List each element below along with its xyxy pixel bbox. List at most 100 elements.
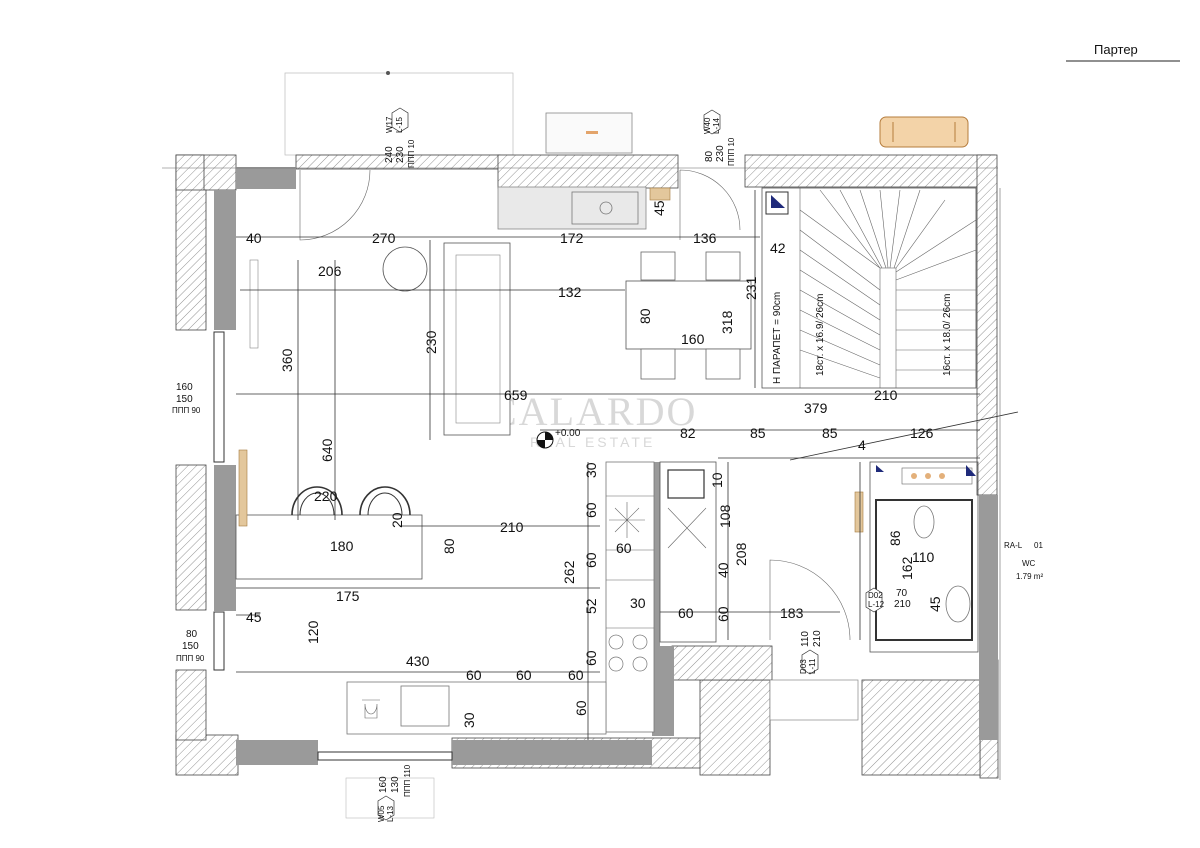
sofa [443,242,511,436]
tag-w17-code: W17 [385,116,394,133]
tag-wlt-height: 150 [176,394,193,405]
tag-w40-code: W40 [703,117,712,134]
kitchen-island [235,486,423,580]
dim-label: 60 [516,667,532,683]
sink-upper [571,191,639,225]
tag-window-left-top: 160 150 ППП 90 [172,382,201,415]
window-left-large [213,331,225,463]
level-marker [536,431,554,449]
tag-w17-height: 230 [395,146,406,163]
outdoor-unit-marker [586,131,598,134]
dim-label: 52 [583,598,599,614]
tag-d03: D03 L-11 110 210 [799,630,823,675]
tag-wlb-width: 80 [186,629,198,640]
dim-label: 45 [651,200,667,216]
structural-walls [214,167,998,765]
tag-d03-height: 210 [812,630,823,647]
tag-w05-ref: L-13 [386,805,395,822]
door-swing-entrance [299,169,371,241]
entry-step [769,679,859,721]
wc-room [854,461,979,653]
stair-flight-1: 18ст. х 16.9/ 26cm [815,294,826,376]
tag-w05-ppp: ППП 110 [403,764,412,797]
dim-label: 231 [743,276,759,300]
tag-w40-ppp: ППП 10 [727,137,736,166]
dim-label: 30 [630,595,646,611]
dim-label: 270 [372,230,396,246]
radiator-top [649,187,671,201]
tag-w40: W40 L-14 80 230 ППП 10 [703,109,736,166]
dim-label: 136 [693,230,717,246]
tag-w05-height: 130 [390,776,401,793]
dim-label: 659 [504,387,528,403]
tag-wlt-width: 160 [176,382,193,393]
dimension-labels: 40 270 172 136 42 206 132 231 80 318 160… [246,200,943,728]
room-code: RA-L [1004,541,1023,550]
dim-label: 220 [314,488,338,504]
tag-d03-ref: L-11 [808,658,817,674]
dim-label: 4 [858,437,866,453]
dim-label: 430 [406,653,430,669]
dim-label: 262 [561,560,577,584]
dim-label: 30 [461,712,477,728]
dim-label: 60 [568,667,584,683]
survey-point [386,71,390,75]
dim-label: 120 [305,620,321,644]
dim-label: 640 [319,438,335,462]
dim-label: 20 [389,512,405,528]
dim-label: 82 [680,425,696,441]
tag-d02-height: 210 [894,599,911,610]
tag-wlb-height: 150 [182,641,199,652]
level-label: +0.00 [555,428,581,439]
dim-label: 180 [330,538,354,554]
room-name: WC [1022,559,1036,568]
radiator-left [238,449,248,527]
dim-label: 40 [246,230,262,246]
dim-label: 210 [874,387,898,403]
dim-label: 172 [560,230,584,246]
dim-label: 230 [423,330,439,354]
tag-window-left-bottom: 80 150 ППП 90 [176,629,205,663]
dim-label: 42 [770,240,786,256]
room-label-wc: RA-L 01 WC 1.79 m² [1004,541,1043,581]
window-left-small [213,611,225,671]
dim-label: 60 [678,605,694,621]
tag-d02-ref: L-12 [868,600,885,609]
dim-label: 126 [910,425,934,441]
tag-d02-width: 70 [896,588,908,599]
tag-w05-width: 160 [378,776,389,793]
dim-label: 132 [558,284,582,300]
coffee-table [382,246,428,292]
dim-label: 210 [500,519,524,535]
dim-label: 85 [750,425,766,441]
dim-label: 45 [246,609,262,625]
dim-label: 318 [719,310,735,334]
dim-label: 60 [466,667,482,683]
dim-label: 162 [899,556,915,580]
window-bottom-outline [345,777,435,819]
dim-label: 80 [441,538,457,554]
tag-w40-width: 80 [704,150,715,162]
dim-label: 60 [715,606,731,622]
dim-label: 360 [279,348,295,372]
watermark-logo: CALARDO [490,389,697,434]
door-swing-entry [769,559,851,641]
tag-d02: D02 L-12 70 210 [865,587,911,613]
dim-label: 379 [804,400,828,416]
dim-label: 60 [583,552,599,568]
dimension-lines [162,167,1019,780]
dim-label: 108 [717,504,733,528]
staircase [761,187,977,389]
tag-wlt-ppp: ППП 90 [172,406,201,415]
dim-label: 206 [318,263,342,279]
kitchen-run [346,461,655,735]
page-title: Партер [1094,42,1138,57]
tag-w17-width: 240 [384,146,395,163]
dim-label: 40 [715,562,731,578]
room-number: 01 [1034,541,1043,550]
tag-w05: W05 L-13 160 130 ППП 110 [377,764,412,822]
tag-d03-code: D03 [799,659,808,674]
dim-label: 60 [583,502,599,518]
dim-label: 30 [583,462,599,478]
